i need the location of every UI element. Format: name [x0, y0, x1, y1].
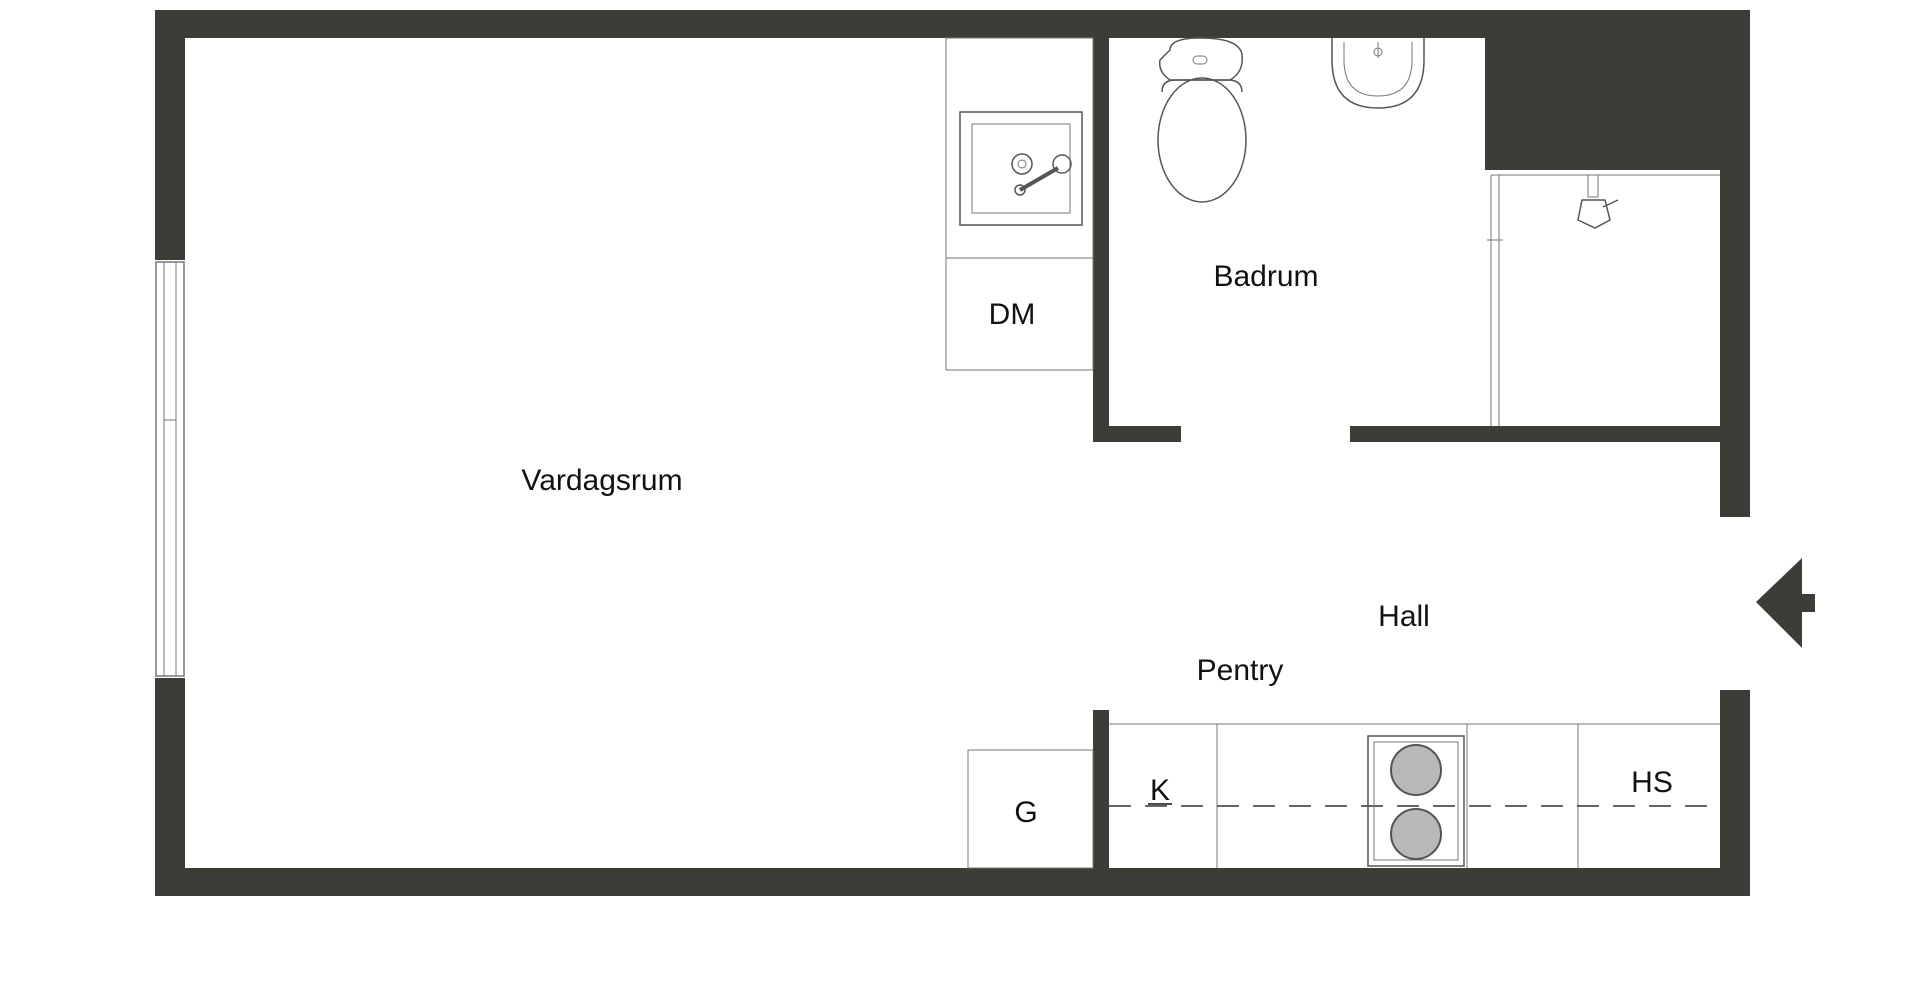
wall-right-upper — [1720, 10, 1750, 517]
hob-icon — [1367, 735, 1465, 867]
room-label-hall: Hall — [1378, 600, 1430, 633]
dishwasher-label: DM — [989, 298, 1036, 331]
window-icon — [155, 261, 185, 677]
shower-icon — [1487, 174, 1720, 426]
walls — [155, 10, 1750, 896]
room-label-pentry: Pentry — [1197, 654, 1284, 687]
wall-bathroom-bottom-right — [1350, 426, 1722, 442]
dishwasher-box — [945, 257, 1094, 371]
wall-pentry-left — [1093, 710, 1109, 870]
g-label: G — [1014, 796, 1037, 829]
entrance-arrow-icon — [1756, 558, 1815, 648]
wall-bottom — [155, 868, 1750, 896]
sink-icon — [959, 111, 1083, 226]
wall-corner-block — [1485, 10, 1750, 170]
room-label-vardagsrum: Vardagsrum — [521, 464, 682, 497]
wall-left-upper — [155, 10, 185, 260]
wall-right-lower — [1720, 690, 1750, 896]
washbasin-icon — [1331, 38, 1425, 109]
pentry-counter — [1109, 723, 1720, 868]
hs-label: HS — [1631, 766, 1673, 799]
toilet-icon — [1157, 37, 1247, 203]
room-label-badrum: Badrum — [1213, 260, 1318, 293]
wall-bathroom-left — [1093, 38, 1109, 442]
k-label: K — [1150, 774, 1170, 807]
wall-bathroom-bottom-left — [1093, 426, 1181, 442]
g-box — [967, 749, 1094, 869]
wall-left-lower — [155, 678, 185, 896]
sink-counter — [945, 37, 1094, 259]
wall-top — [155, 10, 1750, 38]
